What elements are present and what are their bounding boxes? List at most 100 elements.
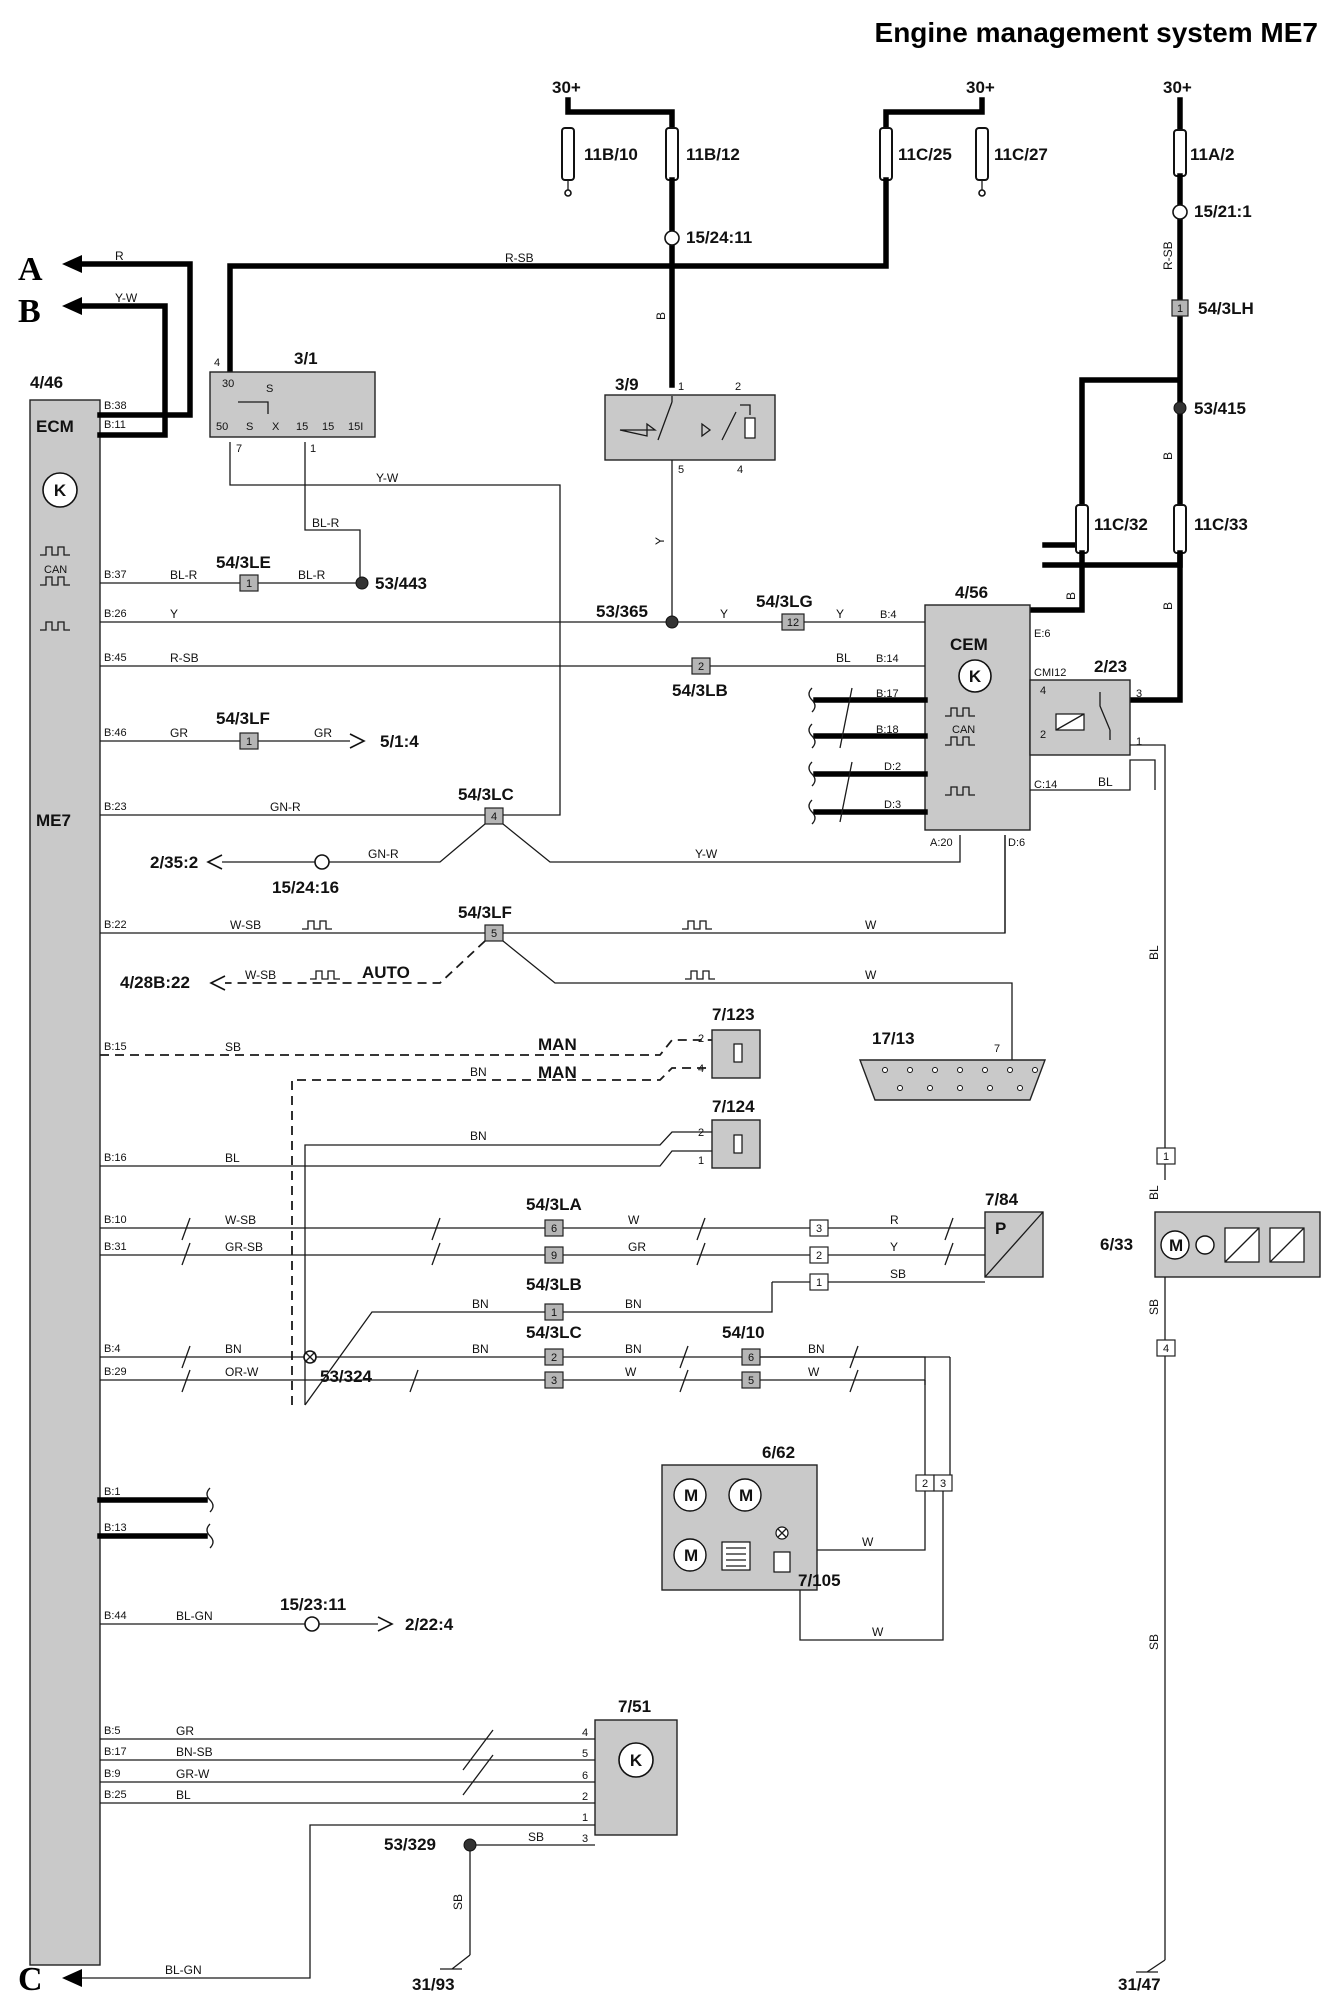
relay-switch-icon [619,396,751,441]
splice-label: 54/3LC [526,1323,582,1342]
splice-label: 54/3LF [216,709,270,728]
node-circle [664,230,680,246]
splice-label: 54/3LB [526,1275,582,1294]
component-label: 7/105 [798,1571,841,1590]
splice-pin: 5 [748,1375,754,1387]
wire-662-w [790,1491,944,1641]
ecm-k-icon [42,472,78,508]
connector-pin-number: 1 [816,1277,822,1289]
wire-label: BN [625,1297,642,1311]
wire-label: BN [470,1129,487,1143]
connector-pin-number: 3 [816,1223,822,1235]
wire-bn-3lb [304,1282,773,1406]
wire-label: W [865,918,877,932]
wire-label: Y [720,607,728,621]
relay-ref: 3/9 [615,375,639,394]
splice-box [484,807,504,825]
ecm-pin: B:31 [104,1241,127,1253]
relay-pin: 4 [737,464,743,476]
splice-box [1171,299,1189,317]
splice-box [544,1371,564,1389]
pin-number: 1 [698,1155,704,1167]
ecm-pin: B:9 [104,1768,121,1780]
ecm-pin: B:15 [104,1041,127,1053]
connector-pin [1156,1147,1176,1165]
node-circle [304,1616,320,1632]
splice-box [239,574,259,592]
ecm-pin: B:1 [104,1486,121,1498]
wire-label: SB [1147,1634,1161,1650]
ecm-pin: B:29 [104,1366,127,1378]
wire-yw-cem [502,823,961,863]
cem-pin: E:6 [1034,628,1051,640]
splice-label: 54/3LE [216,553,271,572]
connector-pin-number: 4 [1163,1343,1169,1355]
splice-label: 54/3LH [1198,299,1254,318]
ref-label: 4/28B:22 [120,973,190,992]
pin-dot-icon [907,1067,913,1073]
pin-dot-icon [882,1067,888,1073]
ecm-module: 4/46 ECM ME7 K CAN [29,373,101,1966]
splice-box [544,1303,564,1321]
splice-cross-icon [304,1351,316,1363]
component-label: 6/62 [762,1443,795,1462]
pin-dot-icon [1032,1067,1038,1073]
wire-label: BL [836,651,851,665]
sender-diagonal-icon [1269,1227,1305,1263]
relay-ref: 2/23 [1094,657,1127,676]
wire-label: BL [1147,945,1161,960]
splice-label: 54/3LB [672,681,728,700]
ignition-pin: X [272,421,280,433]
splice-box [544,1348,564,1366]
ignition-switch: 3/1 30 S 50 S X 15 15 15I 4 7 1 [209,349,376,455]
splice-pin: 12 [787,617,799,629]
wire-label: Y [890,1240,898,1254]
node-label: 53/365 [596,602,648,621]
splice-label: 54/3LA [526,1195,582,1214]
sensor-icon [773,1551,791,1573]
relay-pin: 1 [678,381,684,393]
wire-bl-relay [1030,759,1156,791]
node-label: 15/24:16 [272,878,339,897]
pin-number: 5 [582,1748,588,1760]
wire-label: B [1161,452,1175,460]
wire-label: BN [625,1342,642,1356]
ignition-pin: S [266,383,273,395]
mode-label: MAN [538,1035,577,1054]
cem-k-icon [958,659,992,693]
component-label: 7/51 [618,1697,651,1716]
splice-pin: 1 [246,736,252,748]
lamp-cross-icon [777,1528,787,1538]
splice-box [239,732,259,750]
wire-11a-feed [1042,173,1183,568]
splice-box [781,613,805,631]
cem-pin: B:18 [876,724,899,736]
splice-node-icon [463,1838,477,1852]
motor-icon [673,1478,707,1512]
fuse-icon [1173,129,1187,177]
ecm-can-label: CAN [44,564,67,576]
fuse-label: 11C/32 [1094,515,1148,534]
splice-box [691,657,711,675]
wire-label: BL-R [170,568,198,582]
ignition-pin: 15 [322,421,334,433]
relay-coil-icon [744,417,756,439]
wire-label: GN-R [368,847,399,861]
wire-label: W [625,1365,637,1379]
splice-label: 54/10 [722,1323,765,1342]
wire-cut-icon [808,687,816,825]
wire-label: BN-SB [176,1745,213,1759]
wire-label: GR [628,1240,646,1254]
wire-label: GR-SB [225,1240,263,1254]
wire-label: BL-R [312,516,340,530]
wire-break-mark [181,1217,954,1266]
wire-bn-7124 [304,1131,712,1405]
pin-dot-icon [1007,1067,1013,1073]
wire-to-662 [924,1357,951,1475]
supply-label: 30+ [1163,78,1192,97]
pump-icon [1195,1235,1215,1255]
motor-icon [673,1538,707,1572]
ecm-pin: B:11 [104,419,126,431]
arrow-left-icon [206,854,223,870]
fuse-icon [975,127,989,181]
